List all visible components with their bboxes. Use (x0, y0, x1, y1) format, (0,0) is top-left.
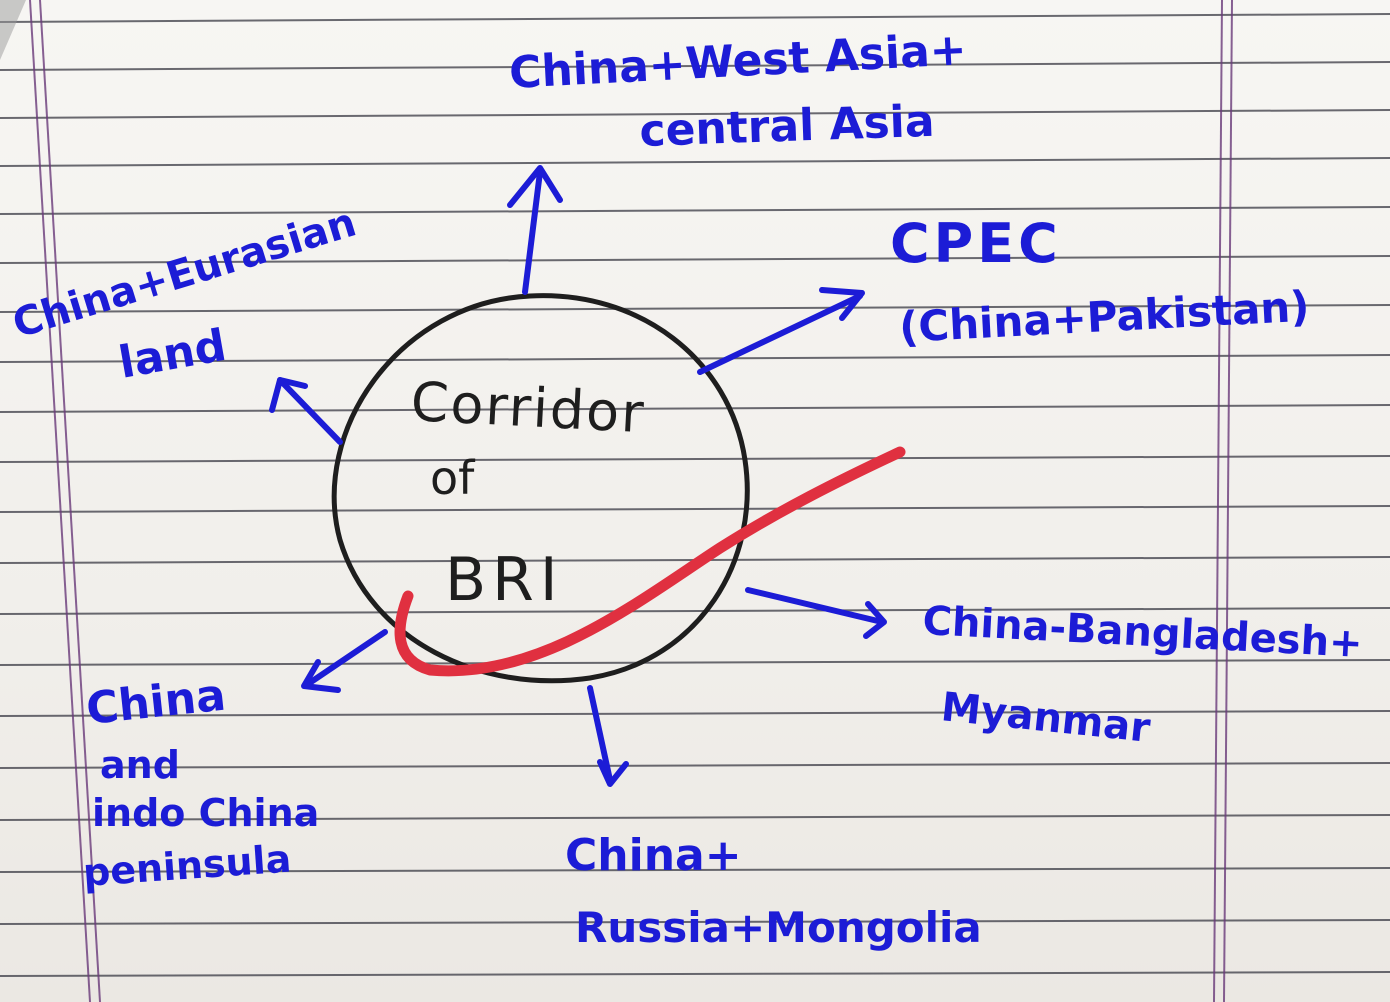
label-top-right-line1: CPEC (890, 212, 1062, 275)
ruled-lines (0, 13, 1390, 977)
arrow-top-head (507, 165, 563, 208)
arrow-bottom-left-head (301, 659, 341, 693)
label-top-line2: central Asia (639, 96, 936, 157)
label-bottom-left-line1: China (84, 670, 228, 735)
label-bottom-line2: Russia+Mongolia (575, 903, 982, 952)
label-top-right-line2: (China+Pakistan) (898, 282, 1311, 352)
arrow-right (745, 587, 885, 625)
label-bottom-left-line3: indo China (92, 791, 319, 835)
arrow-bottom-left (305, 629, 388, 687)
center-circle (331, 293, 750, 684)
margin-lines (29, 0, 1233, 1002)
arrow-bottom (587, 685, 613, 783)
center-text-line3: BRI (445, 545, 564, 615)
arrow-top-left-head (269, 377, 308, 413)
label-bottom-line1: China+ (565, 830, 742, 881)
label-bottom-left-line4: peninsula (82, 837, 293, 895)
red-tick-mark (394, 446, 906, 677)
center-text-line1: Corridor (409, 370, 647, 445)
page-corner-shadow (0, 0, 26, 60)
label-top-line1: China+West Asia+ (508, 24, 968, 99)
label-bottom-left-line2: and (100, 743, 180, 787)
label-top-left-line1: China+Eurasian (7, 199, 361, 347)
arrow-top-right-head (819, 287, 865, 321)
center-text-line2: of (430, 451, 476, 505)
branch-arrows (269, 165, 887, 787)
arrow-top-right (697, 293, 863, 375)
arrow-bottom-head (597, 759, 629, 787)
label-right-line2: Myanmar (939, 684, 1153, 752)
label-top-left-line2: land (115, 320, 230, 389)
arrow-top-left (277, 377, 343, 445)
arrow-right-head (863, 601, 887, 639)
arrow-top (522, 169, 543, 295)
